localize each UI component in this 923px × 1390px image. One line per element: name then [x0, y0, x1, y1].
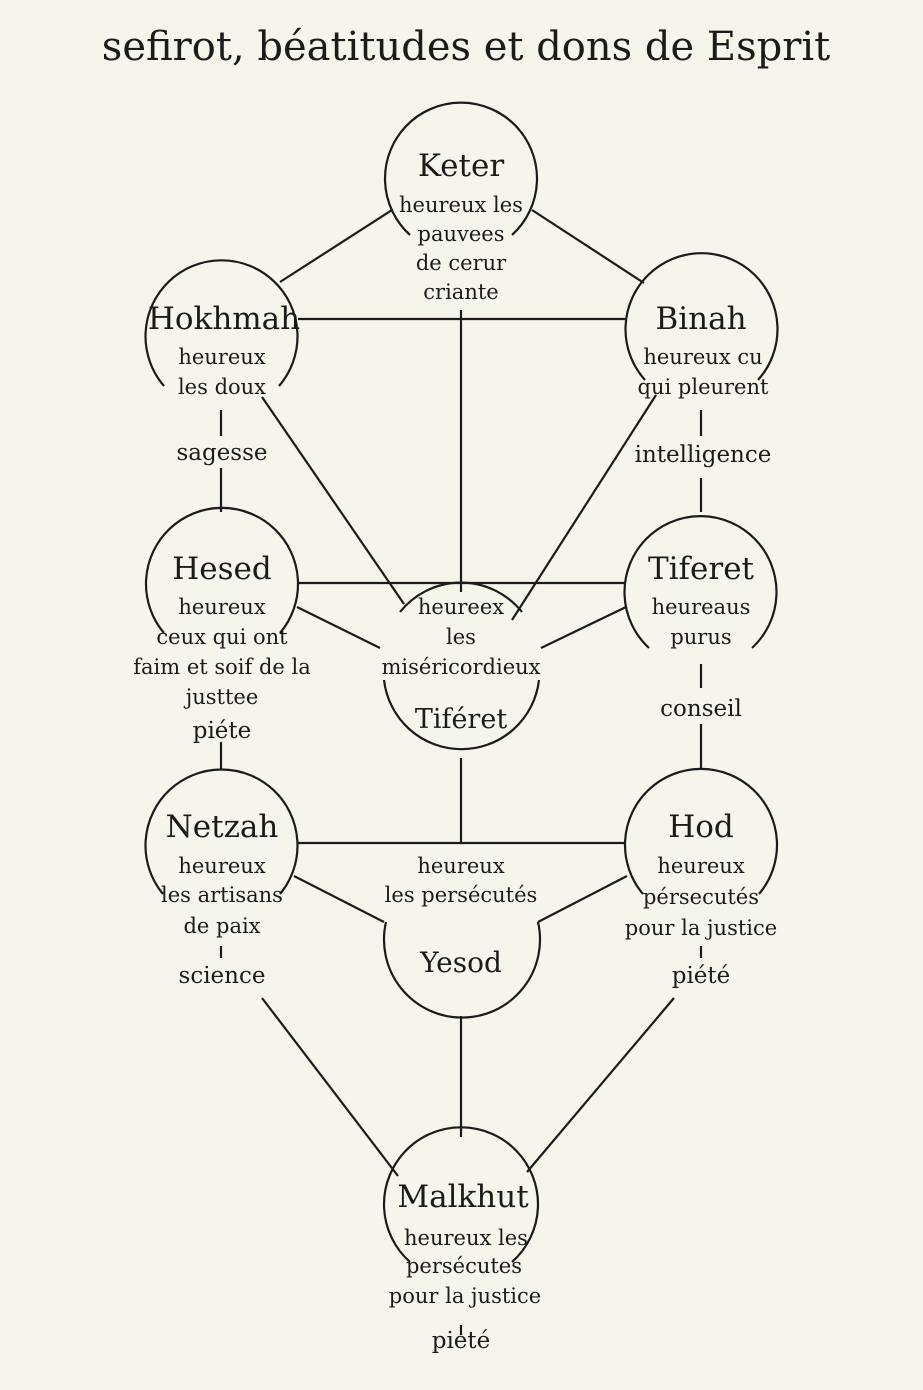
hokhmah-name: Hokhmah	[148, 301, 300, 337]
center-circle-lower	[382, 679, 541, 751]
line-netzah-yesod	[293, 875, 385, 923]
tiferet-line-2: purus	[670, 625, 731, 649]
tiferet-gift: conseil	[660, 696, 742, 722]
binah-circle	[624, 252, 779, 381]
hod-gift: piété	[672, 963, 731, 989]
line-keter-binah	[531, 209, 645, 284]
netzah-line-1: heureux	[178, 854, 265, 878]
hod-line-1: heureux	[657, 854, 744, 878]
malkhut-line-3: pour la justice	[389, 1284, 541, 1308]
hesed-line-1: heureux	[178, 595, 265, 619]
malkhut-gift: pieté	[432, 1328, 491, 1354]
hesed-line-4: justtee	[183, 685, 259, 709]
tiferet-circle	[623, 515, 778, 649]
hokhmah-gift: sagesse	[176, 440, 267, 466]
hesed-line-3: faim et soif de la	[133, 655, 311, 679]
malkhut-line-1: heureux les	[404, 1226, 528, 1250]
keter-circle	[383, 101, 539, 236]
line-keter-hokhmah	[279, 209, 393, 283]
center-line-2: les	[446, 625, 476, 649]
malkhut-name: Malkhut	[397, 1179, 529, 1215]
hesed-line-2: ceux qui ont	[156, 625, 288, 649]
binah-line-2: qui pleurent	[638, 375, 769, 399]
malkhut-line-2: persécutes	[406, 1254, 522, 1278]
diagram-title: sefirot, béatitudes et dons de Esprit	[102, 24, 830, 70]
labels: sefirot, béatitudes et dons de Esprit Ke…	[102, 24, 830, 1354]
netzah-line-2: les artisans	[161, 883, 283, 907]
keter-line-3: de cerur	[416, 251, 507, 275]
binah-name: Binah	[655, 301, 746, 337]
line-hesed-center	[296, 606, 381, 649]
tiferet-name: Tiferet	[648, 551, 755, 587]
hokhmah-line-2: les doux	[178, 375, 266, 399]
hesed-name: Hesed	[172, 551, 271, 587]
keter-line-2: pauvees	[418, 222, 505, 246]
center-name: Tiféret	[415, 704, 508, 735]
yesod-line-1: heureux	[417, 854, 504, 878]
tiferet-line-1: heureaus	[652, 595, 751, 619]
line-binah-center	[511, 394, 657, 621]
netzah-gift: science	[179, 963, 266, 989]
hokhmah-line-1: heureux	[178, 345, 265, 369]
yesod-name: Yesod	[419, 946, 502, 979]
keter-name: Keter	[418, 148, 504, 184]
line-hokhmah-center	[261, 396, 405, 605]
line-hod-malkhut	[526, 997, 675, 1173]
keter-line-4: criante	[423, 280, 498, 304]
line-netzah-malkhut	[261, 997, 399, 1177]
keter-line-1: heureux les	[399, 193, 523, 217]
line-tiferet-center	[540, 606, 627, 649]
line-hod-yesod	[537, 875, 628, 923]
center-line-1: heureex	[418, 595, 504, 619]
hokhmah-circle	[144, 259, 299, 387]
connection-lines	[144, 101, 779, 1335]
hesed-gift: piéte	[193, 718, 252, 744]
binah-line-1: heureux cu	[643, 345, 762, 369]
center-line-3: miséricordieux	[382, 655, 541, 679]
hod-name: Hod	[668, 809, 734, 845]
netzah-line-3: de paix	[183, 914, 260, 938]
yesod-line-2: les persécutés	[385, 883, 538, 907]
hod-line-3: pour la justice	[625, 916, 777, 940]
hod-line-2: pérsecutés	[643, 885, 759, 909]
netzah-name: Netzah	[166, 809, 279, 845]
binah-gift: intelligence	[635, 442, 772, 468]
